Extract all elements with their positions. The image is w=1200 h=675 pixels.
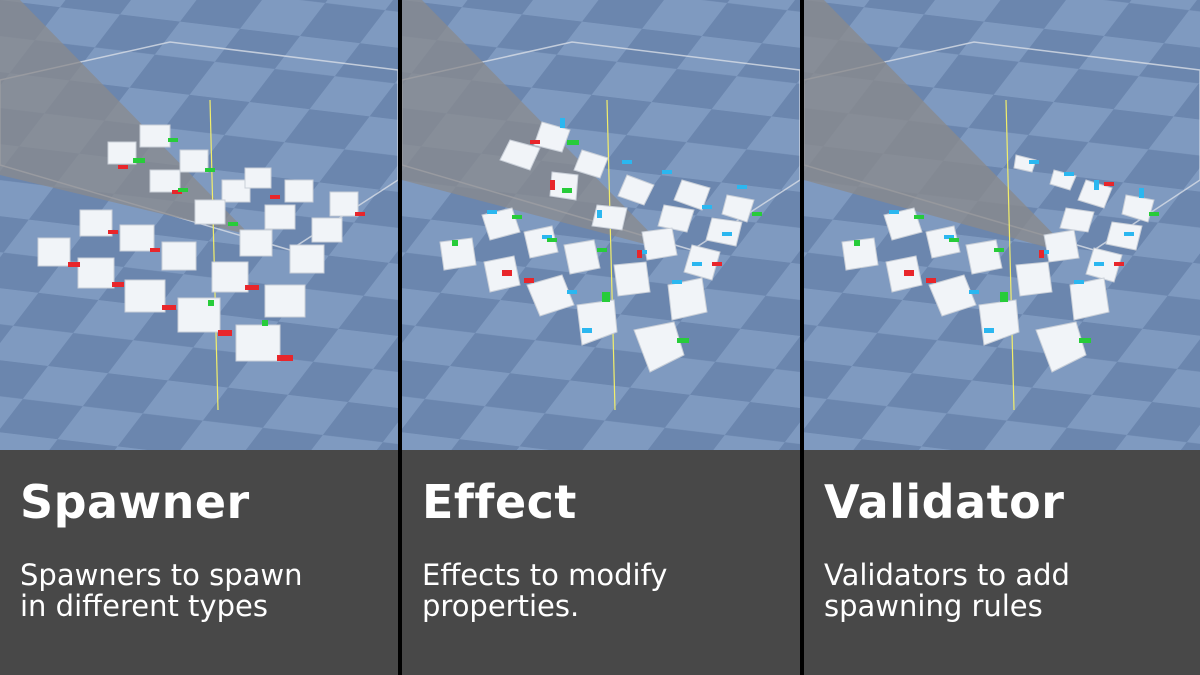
panel-effect: Effect Effects to modify properties. <box>402 0 800 675</box>
ramp-plane <box>402 0 667 250</box>
validator-title: Validator <box>824 475 1065 529</box>
axis-handles-x <box>904 182 1124 283</box>
validator-caption: Validator Validators to add spawning rul… <box>804 450 1200 675</box>
gizmo-line <box>209 99 219 411</box>
description-line: spawning rules <box>824 589 1043 623</box>
bounds-outline <box>402 41 800 251</box>
description-line: properties. <box>422 589 580 623</box>
panel-spawner: Spawner Spawners to spawn in different t… <box>0 0 398 675</box>
bounds-outline <box>0 41 398 251</box>
validated-cubes <box>841 154 1155 373</box>
spawner-title: Spawner <box>20 475 250 529</box>
ramp-plane <box>0 0 250 235</box>
axis-handles-x <box>502 140 722 283</box>
spawner-scene-viewport <box>0 0 398 450</box>
axis-handles-x <box>68 165 365 361</box>
gizmo-line <box>1005 99 1015 411</box>
effect-title: Effect <box>422 475 577 529</box>
validator-description: Validators to add spawning rules <box>824 560 1194 622</box>
ramp-plane <box>804 0 1074 255</box>
description-line: Spawners to spawn <box>20 558 303 592</box>
rotated-cubes <box>439 121 755 373</box>
effect-scene-viewport <box>402 0 800 450</box>
bounds-outline <box>804 41 1200 251</box>
effect-caption: Effect Effects to modify properties. <box>402 450 800 675</box>
panel-validator: Validator Validators to add spawning rul… <box>804 0 1200 675</box>
axis-handles-y <box>854 212 1159 343</box>
effect-description: Effects to modify properties. <box>422 560 792 622</box>
spawner-description: Spawners to spawn in different types <box>20 560 390 622</box>
axis-handles-y <box>452 140 762 343</box>
validator-scene-viewport <box>804 0 1200 450</box>
spawner-caption: Spawner Spawners to spawn in different t… <box>0 450 398 675</box>
description-line: Effects to modify <box>422 558 668 592</box>
axis-handles-y <box>133 138 268 326</box>
description-line: in different types <box>20 589 268 623</box>
spawned-cubes <box>37 124 359 362</box>
axis-handles-z <box>487 118 747 333</box>
gizmo-line <box>606 99 616 411</box>
description-line: Validators to add <box>824 558 1070 592</box>
